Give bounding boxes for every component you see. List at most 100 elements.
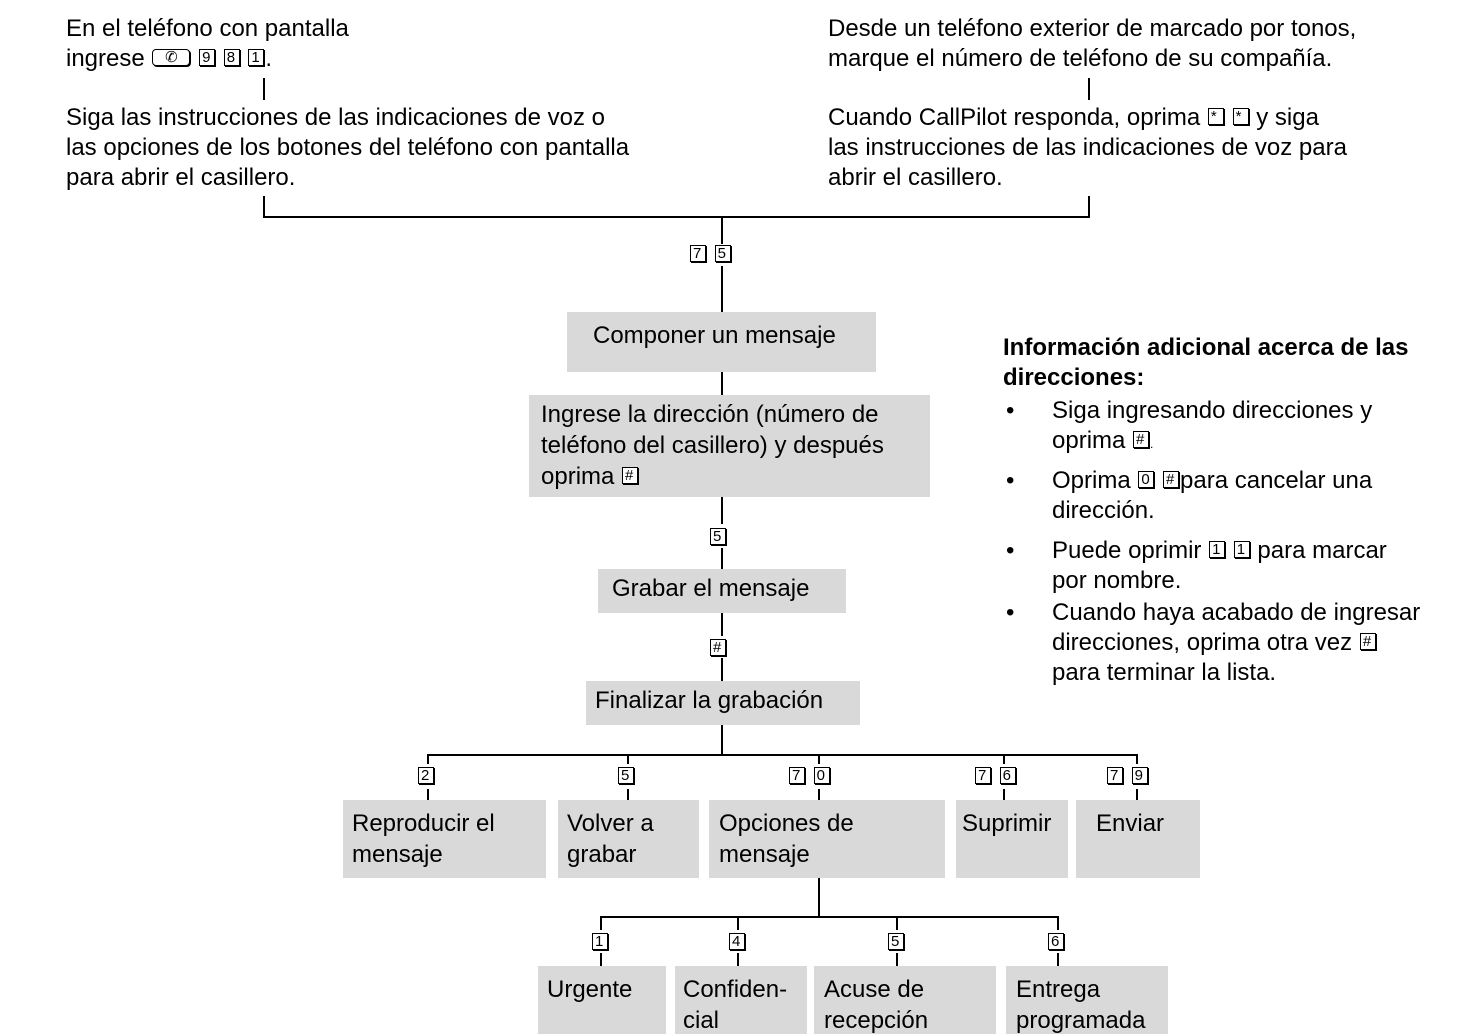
feature-key-icon: ✆ [152,49,191,67]
option-keys: 5 [617,762,635,792]
left-intro-suffix: . [265,45,273,72]
address-line1: Ingrese la dirección (número de [541,401,879,428]
key-6: 6 [1048,933,1064,951]
connector [1057,916,1059,930]
msg-option-confidential-box: Confiden- cial [675,966,807,1034]
key-1: 1 [1209,541,1226,559]
info-b2-line1: Oprima 0 #para cancelar una [1052,466,1372,496]
connector [1003,789,1005,801]
info-b2-line2: dirección. [1052,497,1155,524]
option-keys: 7 9 [1106,762,1149,792]
connector [427,754,429,764]
info-b1-suffix: . [1150,437,1154,451]
option-line2: grabar [567,841,637,868]
connector [600,916,602,930]
option-rerecord-box: Volver a grabar [558,800,699,878]
info-b3-line1: Puede oprimir 1 1 para marcar [1052,536,1387,566]
right-intro-line1: Desde un teléfono exterior de marcado po… [828,15,1357,42]
connector [263,196,265,218]
record-box: Grabar el mensaje [598,569,846,613]
connector [627,754,629,764]
info-bullet-4: • Cuando haya acabado de ingresar direcc… [1006,598,1421,688]
left-intro-prefix: ingrese [66,45,145,72]
compose-label: Componer un mensaje [593,322,836,349]
key-hash: # [622,467,639,485]
connector [263,78,265,100]
bullet-icon: • [1006,599,1015,626]
connector [427,754,1138,756]
connector [1136,789,1138,801]
key-2: 2 [418,767,434,785]
left-para-line2: las opciones de los botones del teléfono… [66,134,630,161]
connector [627,789,629,801]
info-b4-line3: para terminar la lista. [1052,659,1277,686]
connector [818,754,820,764]
connector [1088,78,1090,100]
key-7: 7 [690,245,706,263]
info-bullet-3: • Puede oprimir 1 1 para marcar por nomb… [1006,536,1387,596]
connector [263,216,1090,218]
msg-option-urgent-box: Urgente [538,966,666,1034]
key-9: 9 [1131,767,1148,785]
key-1: 1 [248,49,265,67]
msg-option-key: 1 [591,928,609,958]
connector [721,216,723,244]
key-0: 0 [1138,471,1155,489]
key-hash: # [1163,471,1180,489]
key-5: 5 [710,528,726,546]
connector [818,789,820,801]
info-b4-line1: Cuando haya acabado de ingresar [1052,599,1421,626]
option-line2: mensaje [719,841,810,868]
connector [818,876,820,918]
option-delete-box: Suprimir [956,800,1068,878]
info-b3-suffix: para marcar [1257,537,1387,564]
address-box: Ingrese la dirección (número de teléfono… [529,395,930,497]
option-send-box: Enviar [1076,800,1200,878]
right-para-line1: Cuando CallPilot responda, oprima * * y … [828,103,1319,133]
option-line2: mensaje [352,841,443,868]
left-intro-line2: ingrese ✆ 9 8 1. [66,44,272,74]
msg-option-line1: Confiden- [683,976,788,1003]
msg-option-key: 4 [728,928,746,958]
info-title-line1: Información adicional acerca de las [1003,334,1409,361]
info-b1-line1: Siga ingresando direcciones y [1052,397,1373,424]
connector [600,953,602,967]
connector [721,612,723,636]
connector [600,916,1059,918]
info-b1-prefix: oprima [1052,427,1126,454]
address-prefix: oprima [541,463,615,490]
right-para-suffix: y siga [1256,104,1319,131]
address-line3: oprima # [541,461,930,492]
connector [721,548,723,570]
key-7: 7 [975,767,991,785]
key-hash-finish: # [709,634,727,664]
info-b3-line2: por nombre. [1052,567,1182,594]
right-intro-line2: marque el número de teléfono de su compa… [828,45,1333,72]
option-line1: Reproducir el [352,810,495,837]
option-play-box: Reproducir el mensaje [343,800,546,878]
option-line1: Suprimir [962,810,1052,837]
key-1: 1 [1233,541,1250,559]
option-line1: Enviar [1096,810,1165,837]
msg-option-line2: cial [683,1007,720,1034]
compose-message-box: Componer un mensaje [567,312,876,372]
msg-option-line1: Urgente [547,976,633,1003]
key-hash: # [1359,633,1376,651]
option-message-options-box: Opciones de mensaje [709,800,945,878]
bullet-icon: • [1006,397,1015,424]
connector [737,916,739,930]
option-keys: 7 6 [974,762,1017,792]
msg-option-receipt-box: Acuse de recepción [814,966,996,1034]
info-b4-prefix: direcciones, oprima otra vez [1052,629,1353,656]
left-para-line1: Siga las instrucciones de las indicacion… [66,104,605,131]
connector [896,953,898,967]
connector [721,658,723,682]
msg-option-line1: Entrega [1016,976,1101,1003]
right-para-line2: las instrucciones de las indicaciones de… [828,134,1347,161]
key-4: 4 [729,933,745,951]
info-b1-line2: oprima #. [1052,426,1372,459]
connector [721,266,723,314]
msg-option-line2: programada [1016,1007,1146,1034]
msg-option-scheduled-box: Entrega programada [1006,966,1168,1034]
info-b2-prefix: Oprima [1052,467,1131,494]
